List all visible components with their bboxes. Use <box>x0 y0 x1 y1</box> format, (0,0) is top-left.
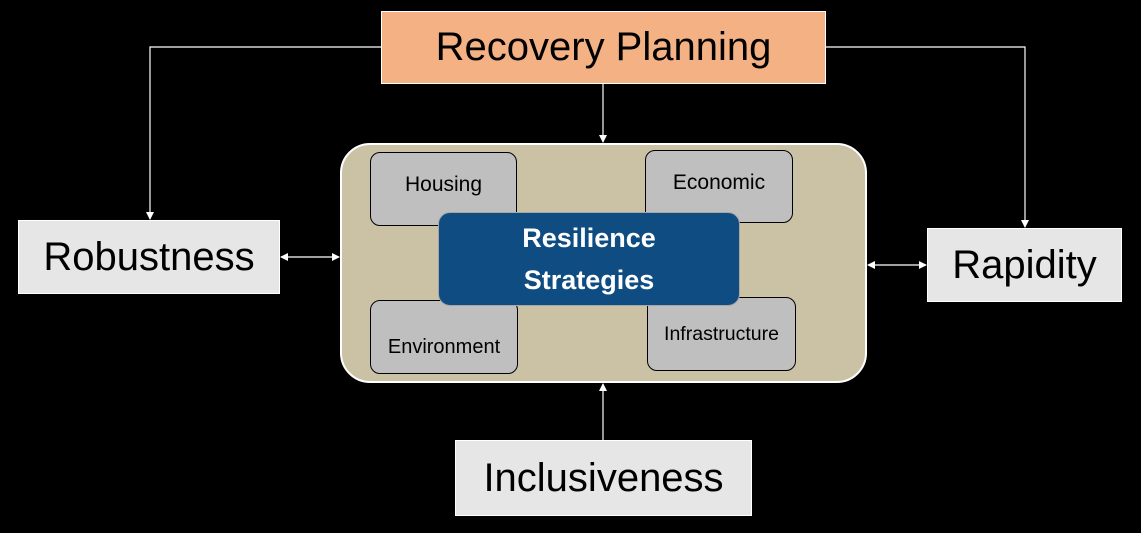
resilience-strategies-line1: Resilience <box>522 223 656 253</box>
rapidity-label: Rapidity <box>952 242 1097 287</box>
resilience-strategies-line2: Strategies <box>523 265 655 295</box>
sector-environment: Environment <box>370 300 518 374</box>
recovery-planning-label: Recovery Planning <box>435 25 772 69</box>
robustness-label: Robustness <box>43 234 255 279</box>
inclusiveness-label: Inclusiveness <box>483 455 724 500</box>
resilience-strategies-node: Resilience Strategies <box>438 212 740 306</box>
sector-economic-label: Economic <box>672 170 766 194</box>
recovery-planning-node: Recovery Planning <box>381 11 826 84</box>
sector-economic: Economic <box>645 150 793 223</box>
rapidity-node: Rapidity <box>927 228 1122 302</box>
inclusiveness-node: Inclusiveness <box>455 440 752 516</box>
sector-environment-label: Environment <box>387 335 501 358</box>
sector-infrastructure: Infrastructure <box>647 297 796 371</box>
robustness-node: Robustness <box>18 220 280 294</box>
sector-infrastructure-label: Infrastructure <box>664 322 779 345</box>
sector-housing-label: Housing <box>404 173 483 196</box>
